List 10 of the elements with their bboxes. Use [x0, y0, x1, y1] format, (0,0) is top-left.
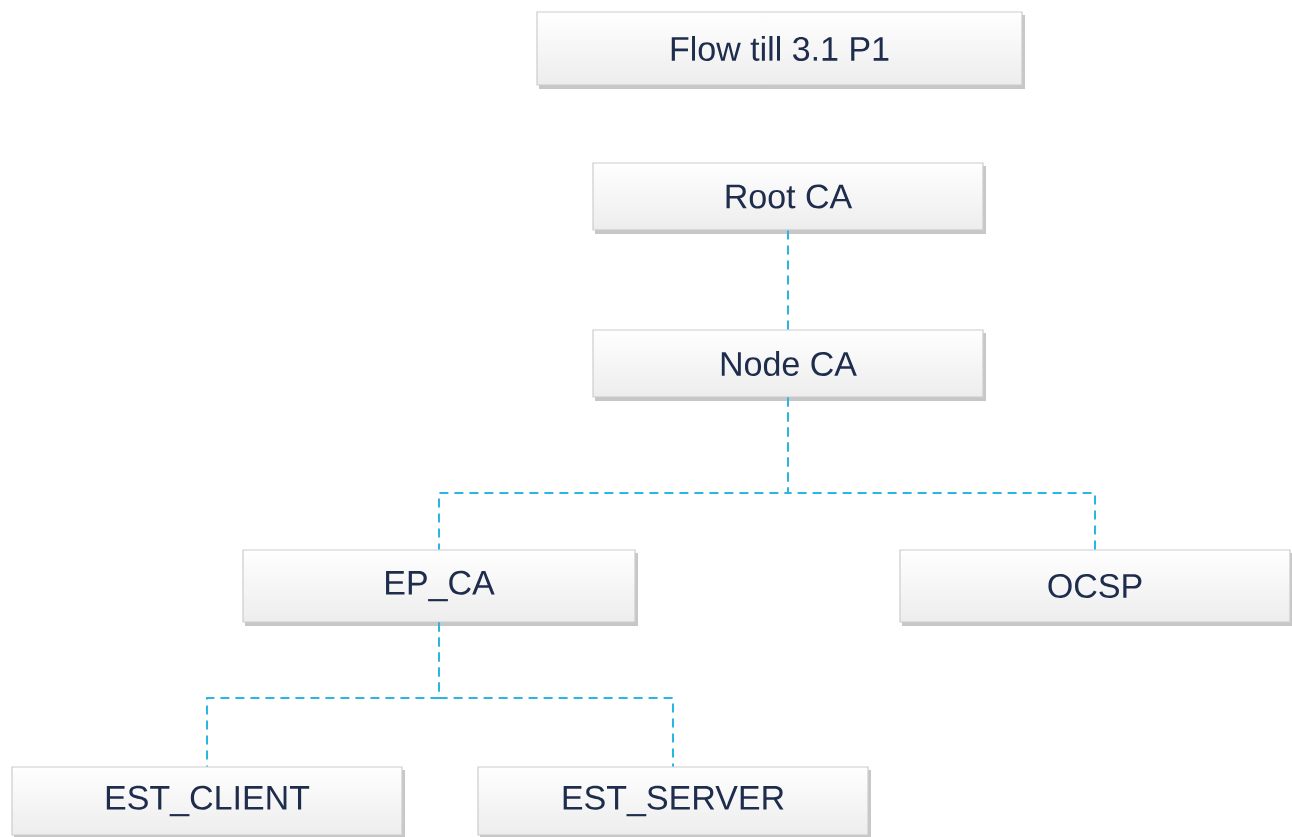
connector-line	[787, 229, 789, 331]
process-box: EST_SERVER	[477, 766, 871, 837]
connector-line	[787, 396, 1096, 551]
connector-line	[438, 621, 674, 768]
process-box: Flow till 3.1 P1	[536, 11, 1025, 89]
process-box: EST_CLIENT	[11, 766, 405, 837]
process-box: Root CA	[592, 162, 986, 234]
process-box: EP_CA	[242, 549, 638, 626]
process-box: OCSP	[899, 549, 1292, 626]
process-box: Node CA	[592, 329, 986, 401]
